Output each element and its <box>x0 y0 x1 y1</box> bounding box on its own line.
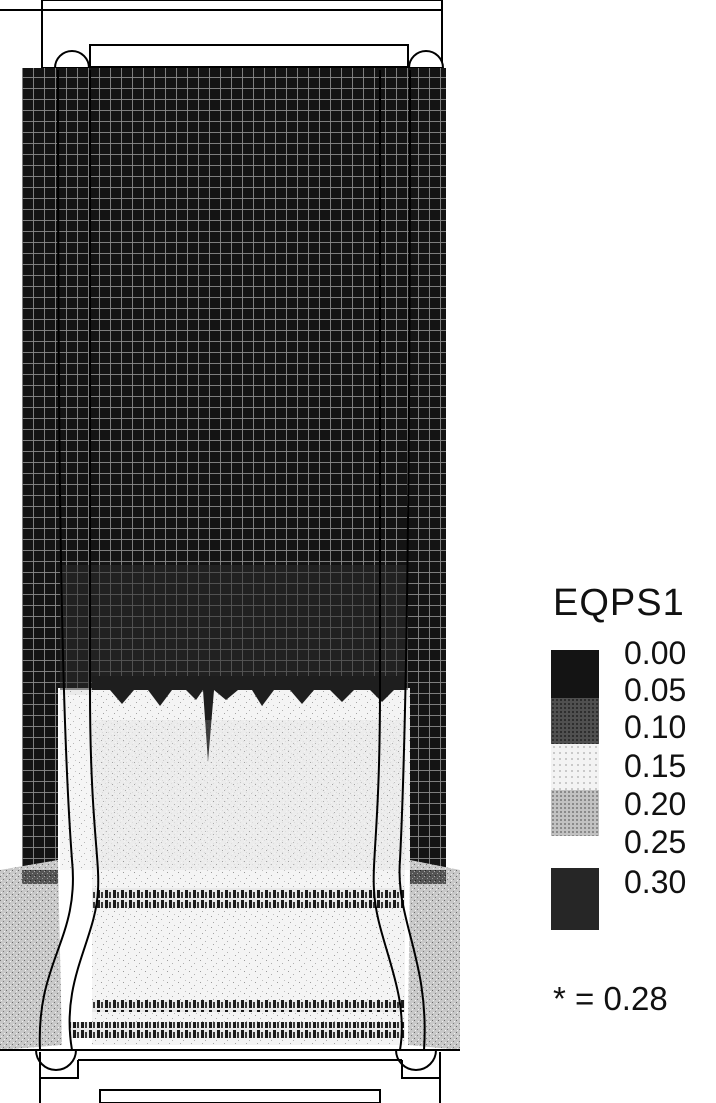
max-value-note: * = 0.28 <box>553 980 668 1017</box>
legend-label: 0.10 <box>624 709 687 745</box>
top-fixture <box>0 0 445 69</box>
legend-label: 0.00 <box>624 635 687 671</box>
legend-swatch <box>551 790 599 836</box>
legend-swatch <box>551 698 599 744</box>
element-outlines <box>38 69 426 1051</box>
legend-swatch <box>551 868 599 930</box>
legend-title: EQPS1 <box>553 582 685 624</box>
legend-label: 0.05 <box>624 672 687 708</box>
legend-label: 0.20 <box>624 786 687 822</box>
legend-label: 0.25 <box>624 824 687 860</box>
legend-label: 0.15 <box>624 748 687 784</box>
contour-body <box>0 68 460 1050</box>
legend-swatch <box>551 744 599 790</box>
legend-label: 0.30 <box>624 864 687 900</box>
legend-swatch <box>551 650 599 698</box>
bottom-fixture <box>0 1049 460 1103</box>
